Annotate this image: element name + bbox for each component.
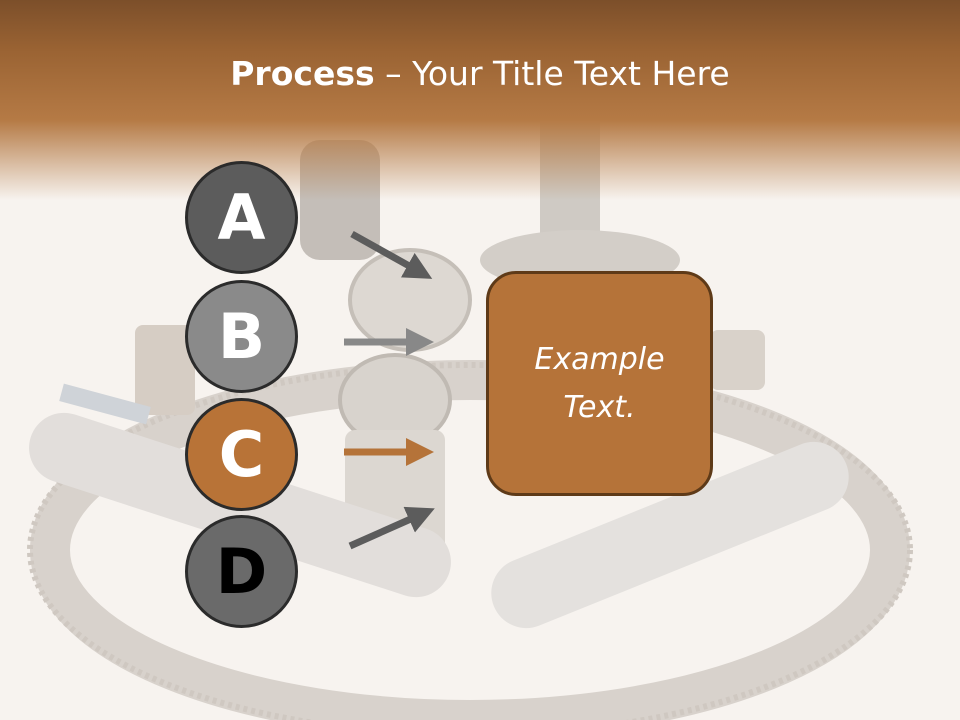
page-title: Process – Your Title Text Here <box>0 52 960 96</box>
example-text: Example Text. <box>534 341 665 425</box>
step-circle-d: D <box>185 515 298 628</box>
step-circle-a: A <box>185 161 298 274</box>
arrow-d <box>348 506 435 550</box>
title-bold: Process <box>230 54 375 93</box>
example-text-box: Example Text. <box>486 271 713 496</box>
header-band <box>0 0 960 200</box>
arrow-a <box>350 230 433 279</box>
step-circle-b: B <box>185 280 298 393</box>
title-rest: – Your Title Text Here <box>374 54 730 93</box>
step-circle-c: C <box>185 398 298 511</box>
